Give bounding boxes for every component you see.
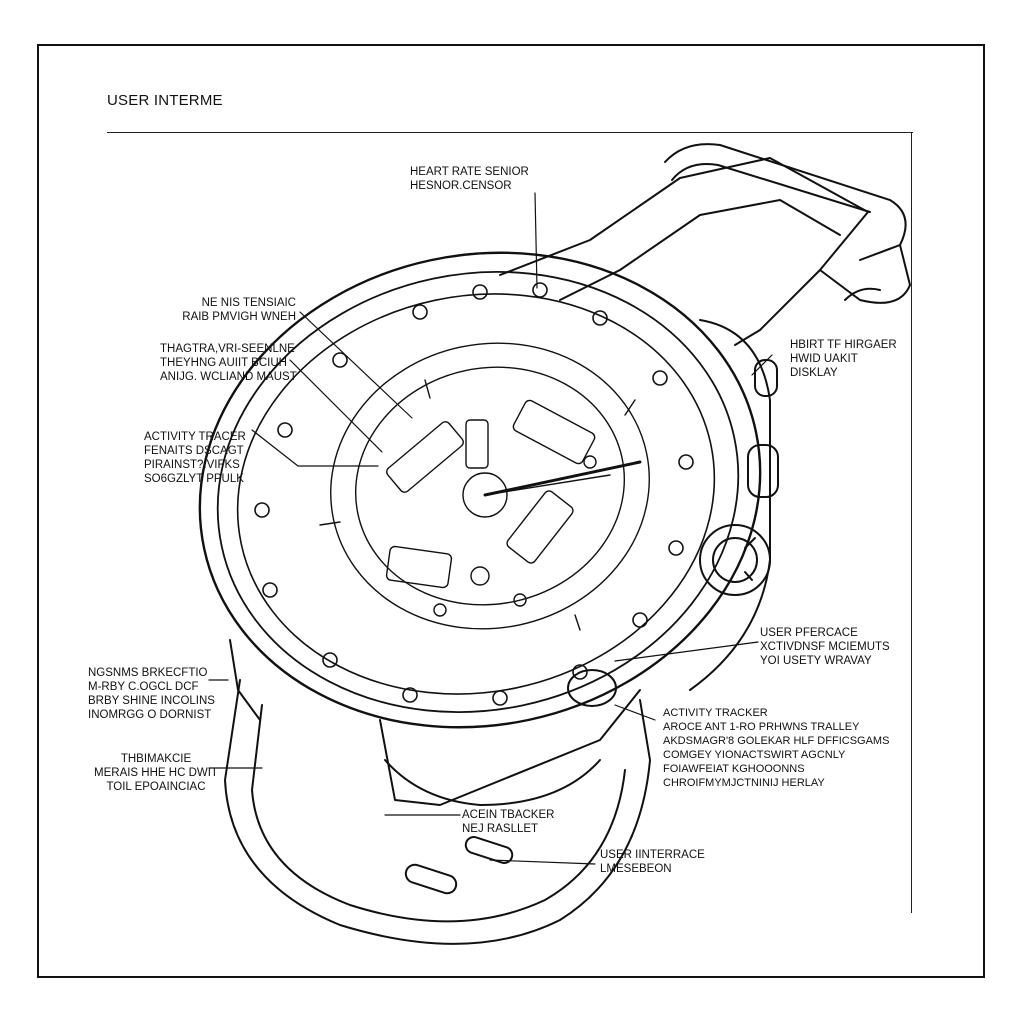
label-user-interface-right: USER PFERCACE XCTIVDNSF MCIEMUTS YOI USE…	[760, 626, 890, 668]
label-left-4: NGSNMS BRKECFTIO M-RBY C.OGCL DCF BRBY S…	[88, 666, 215, 722]
callout-text: ACTIVITY TRACKER	[663, 707, 768, 719]
callout-text: LMESEBEON	[600, 863, 672, 875]
right-divider	[911, 132, 912, 913]
crown-and-pushers	[567, 359, 779, 707]
callout-text: INOMRGG O DORNIST	[88, 709, 212, 721]
lower-strap	[224, 679, 651, 945]
callout-text: HESNOR.CENSOR	[410, 180, 512, 192]
callout-text: M-RBY C.OGCL DCF	[88, 681, 199, 693]
label-band-tracker: ACEIN TBACKER NEJ RASLLET	[462, 808, 554, 836]
label-left-2: THAGTRA,VRI-SEENLNE THEYHNG AUIIT BCIUH …	[160, 342, 297, 384]
upper-strap	[499, 143, 911, 346]
watch-dial	[319, 342, 650, 631]
watch-case	[198, 251, 771, 806]
label-activity-tracker-right: ACTIVITY TRACKER AROCE ANT 1-RO PRHWNS T…	[663, 706, 889, 790]
title-divider	[107, 132, 913, 133]
callout-text: DISKLAY	[790, 367, 838, 379]
callout-text: SO6GZLYT PPULK	[144, 473, 244, 485]
callout-text: HBIRT TF HIRGAER	[790, 339, 897, 351]
callout-text: ANIJG. WCLIAND MAUST	[160, 371, 297, 383]
bezel-screws	[254, 282, 694, 706]
callout-text: THEYHNG AUIIT BCIUH	[160, 357, 287, 369]
callout-text: COMGEY YIONACTSWIRT AGCNLY	[663, 749, 846, 761]
callout-text: PIRAINST?IVIFKS	[144, 459, 240, 471]
label-user-interface-bottom: USER IINTERRACE LMESEBEON	[600, 848, 705, 876]
callout-text: HWID UAKIT	[790, 353, 858, 365]
diagram-title: USER INTERME	[107, 92, 223, 109]
callout-text: USER IINTERRACE	[600, 849, 705, 861]
callout-text: USER PFERCACE	[760, 627, 858, 639]
callout-text: XCTIVDNSF MCIEMUTS	[760, 641, 890, 653]
label-right-display: HBIRT TF HIRGAER HWID UAKIT DISKLAY	[790, 338, 897, 380]
callout-text: BRBY SHINE INCOLINS	[88, 695, 215, 707]
callout-text: FENAITS DSCAGT	[144, 445, 244, 457]
callout-text: NEJ RASLLET	[462, 823, 539, 835]
callout-text: ACTIVITY TRACER	[144, 431, 246, 443]
callout-text: YOI USETY WRAVAY	[760, 655, 872, 667]
callout-text: CHROIFMYMJCTNINIJ HERLAY	[663, 777, 825, 789]
label-left-5: THBIMAKCIE MERAIS HHE HC DWIT TOIL EPOAI…	[92, 752, 220, 794]
callout-text: HEART RATE SENIOR	[410, 166, 529, 178]
callout-text: AROCE ANT 1-RO PRHWNS TRALLEY	[663, 721, 860, 733]
label-activity-tracker-left: ACTIVITY TRACER FENAITS DSCAGT PIRAINST?…	[144, 430, 246, 486]
diagram-frame	[37, 44, 985, 978]
label-heart-rate-sensor: HEART RATE SENIOR HESNOR.CENSOR	[410, 165, 529, 193]
label-left-1: NE NIS TENSIAIC RAIB PMVIGH WNEH	[170, 296, 296, 324]
callout-text: RAIB PMVIGH WNEH	[182, 311, 296, 323]
callout-text: ACEIN TBACKER	[462, 809, 555, 821]
callout-text: FOIAWFEIAT KGHOOONNS	[663, 763, 805, 775]
callout-lines	[208, 192, 773, 865]
callout-text: MERAIS HHE HC DWIT	[94, 767, 218, 779]
callout-text: TOIL EPOAINCIAC	[106, 781, 206, 793]
callout-text: THBIMAKCIE	[120, 753, 192, 765]
callout-text: AKDSMAGR'8 GOLEKAR HLF DFFICSGAMS	[663, 735, 890, 747]
callout-text: NE NIS TENSIAIC	[201, 297, 296, 309]
callout-text: NGSNMS BRKECFTIO	[88, 667, 208, 679]
callout-text: THAGTRA,VRI-SEENLNE	[160, 343, 295, 355]
